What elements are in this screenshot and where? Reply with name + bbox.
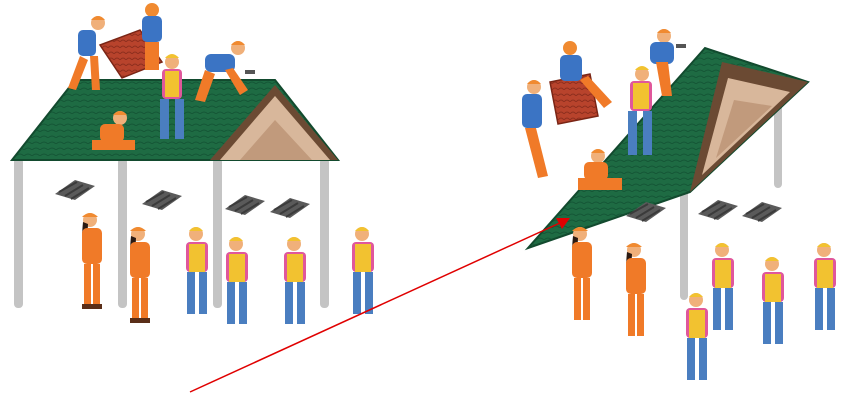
- roof-worker-back-right: [560, 41, 612, 108]
- roof-worker-hammering-left: [195, 41, 255, 102]
- left-panel: [9, 3, 374, 324]
- roof-worker-crouching-left: [92, 111, 135, 150]
- red-arrow: [189, 218, 570, 393]
- roof-worker-crouching-right: [578, 149, 622, 190]
- roof-support-posts: [14, 158, 329, 308]
- roof-tiles-row: [55, 180, 310, 218]
- ground-workers-left: [82, 213, 374, 324]
- tilted-roof: [524, 46, 810, 251]
- roof-worker-hammering-right: [650, 29, 686, 96]
- roof-worker-carrying-tiles-left: [68, 16, 105, 90]
- roof-inspector-vest-right: [628, 66, 652, 155]
- roof-tiles-row: [626, 200, 782, 222]
- roof-worker-carrying-tiles-right: [522, 80, 548, 178]
- right-panel: [522, 29, 836, 380]
- ground-workers-right: [572, 227, 836, 380]
- roof-worker-back-left: [142, 3, 162, 70]
- roof-inspector-vest-left: [160, 54, 184, 139]
